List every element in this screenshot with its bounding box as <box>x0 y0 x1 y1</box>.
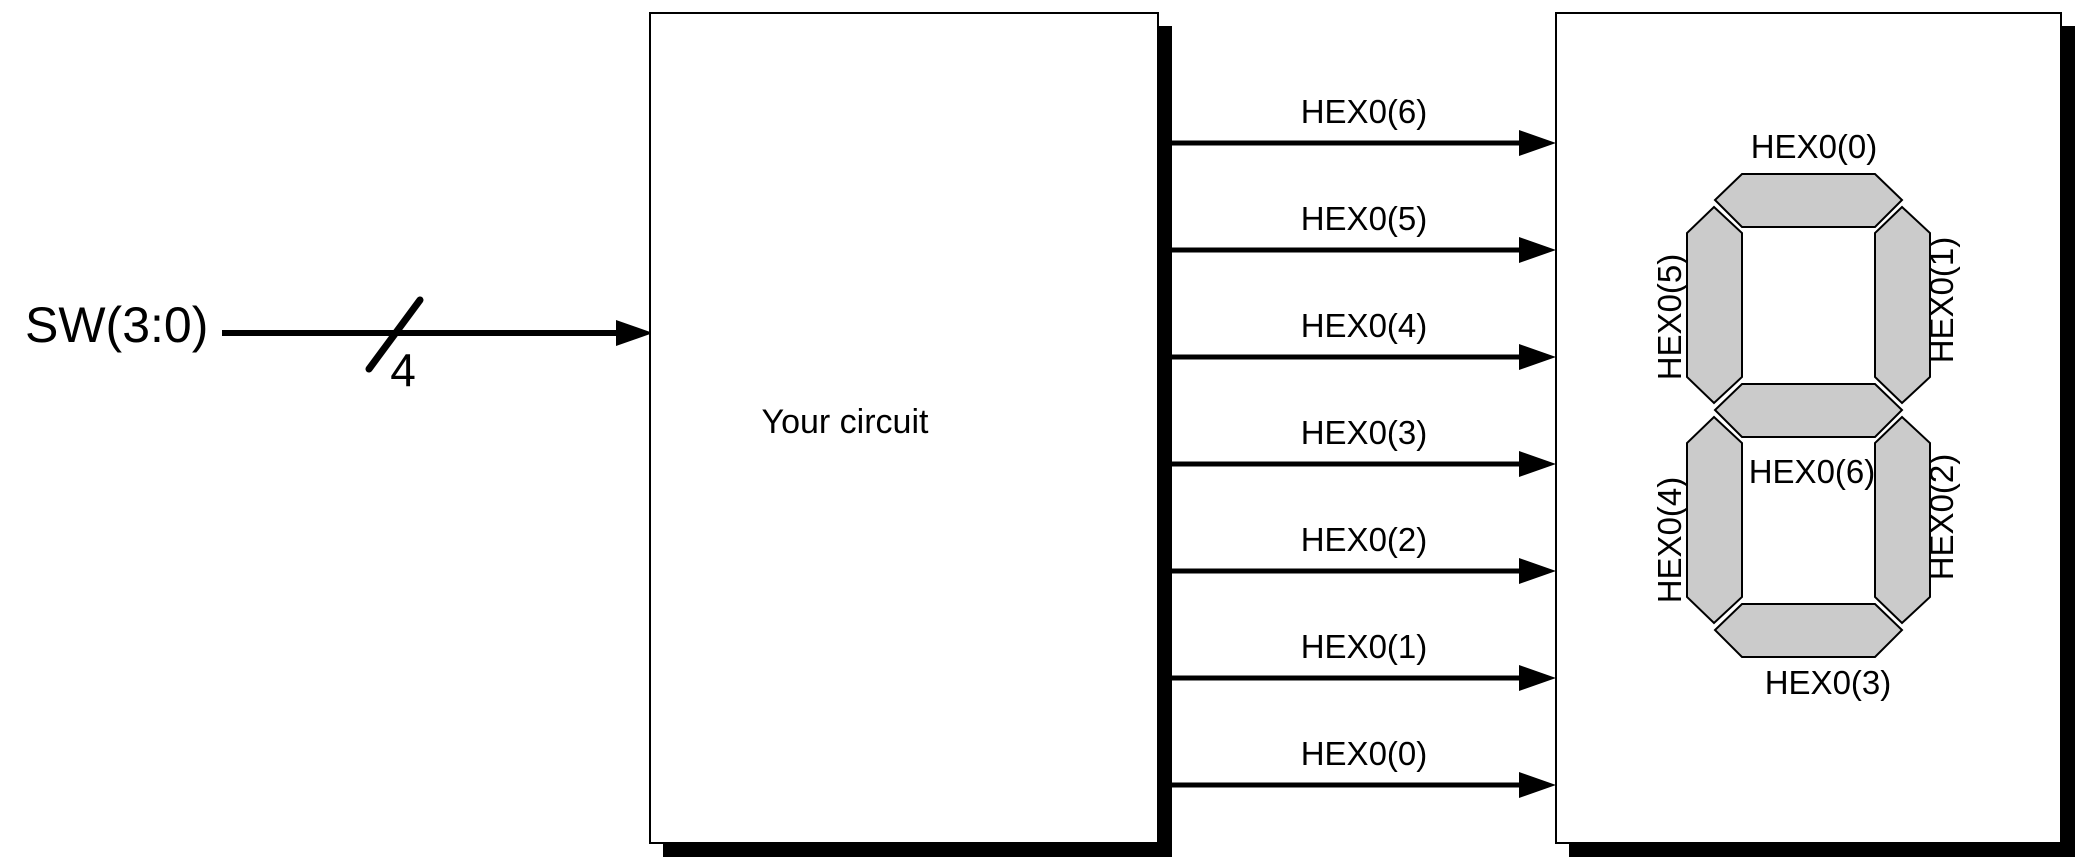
wire-label: HEX0(6) <box>1301 93 1428 130</box>
segment-label-lower-right: HEX0(2) <box>1923 454 1960 581</box>
arrowhead-icon <box>1519 237 1556 263</box>
arrowhead-icon <box>1519 344 1556 370</box>
arrowhead-icon <box>616 320 653 346</box>
segment-middle <box>1713 383 1904 438</box>
wire-label: HEX0(2) <box>1301 521 1428 558</box>
wire-hex0-5: HEX0(5) <box>1158 200 1556 263</box>
seven-segment-display: HEX0(0) HEX0(1) HEX0(2) HEX0(3) HEX0(4) … <box>1651 128 1960 701</box>
wire-hex0-1: HEX0(1) <box>1158 628 1556 691</box>
segment-label-top: HEX0(0) <box>1751 128 1878 165</box>
arrowhead-icon <box>1519 665 1556 691</box>
bus-width-slash <box>365 296 424 373</box>
segment-top <box>1713 173 1904 228</box>
wire-hex0-0: HEX0(0) <box>1158 735 1556 798</box>
segment-lower-right <box>1874 415 1931 625</box>
output-wires: HEX0(6) HEX0(5) HEX0(4) HEX0(3) HEX0(2) … <box>1158 93 1556 798</box>
input-bus: SW(3:0) 4 <box>25 296 653 396</box>
segment-lower-left <box>1686 415 1743 625</box>
segment-upper-right <box>1874 205 1931 405</box>
bus-width-label: 4 <box>390 344 416 396</box>
segment-label-upper-left: HEX0(5) <box>1651 254 1688 381</box>
arrowhead-icon <box>1519 558 1556 584</box>
segment-label-bottom: HEX0(3) <box>1765 664 1892 701</box>
wire-label: HEX0(1) <box>1301 628 1428 665</box>
arrowhead-icon <box>1519 451 1556 477</box>
wire-hex0-6: HEX0(6) <box>1158 93 1556 156</box>
wire-label: HEX0(3) <box>1301 414 1428 451</box>
wire-hex0-2: HEX0(2) <box>1158 521 1556 584</box>
arrowhead-icon <box>1519 772 1556 798</box>
wire-label: HEX0(0) <box>1301 735 1428 772</box>
segment-bottom <box>1713 603 1904 658</box>
arrowhead-icon <box>1519 130 1556 156</box>
segment-upper-left <box>1686 205 1743 405</box>
sw-bus-label: SW(3:0) <box>25 297 208 353</box>
segment-label-lower-left: HEX0(4) <box>1651 477 1688 604</box>
wire-hex0-4: HEX0(4) <box>1158 307 1556 370</box>
wire-hex0-3: HEX0(3) <box>1158 414 1556 477</box>
segment-label-upper-right: HEX0(1) <box>1923 237 1960 364</box>
your-circuit-box <box>649 12 1159 844</box>
wire-label: HEX0(5) <box>1301 200 1428 237</box>
your-circuit-label: Your circuit <box>762 403 929 441</box>
wire-label: HEX0(4) <box>1301 307 1428 344</box>
segment-label-middle: HEX0(6) <box>1749 453 1876 490</box>
your-circuit-block: Your circuit <box>649 12 1172 857</box>
